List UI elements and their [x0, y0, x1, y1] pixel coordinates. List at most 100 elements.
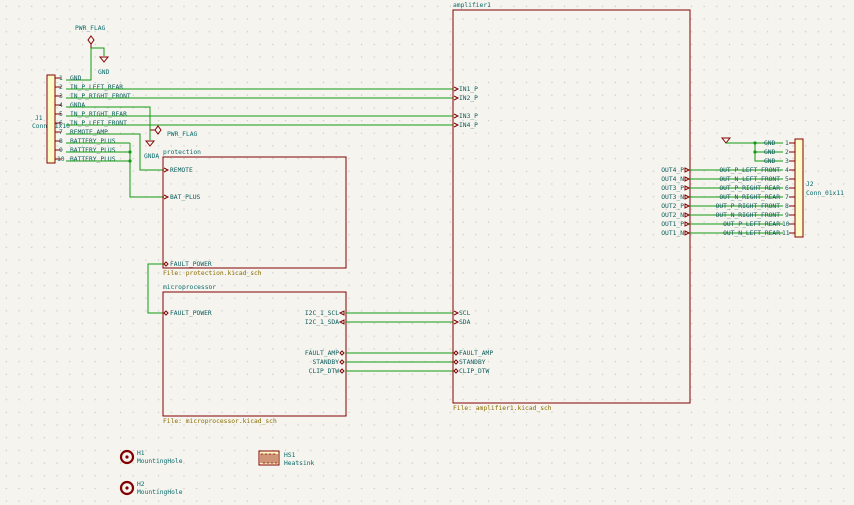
amp-pin-standby: STANDBY	[459, 359, 486, 366]
mounting-hole-h1[interactable]: H1 MountingHole	[119, 449, 183, 465]
j1-pin-3: 3 IN_P_RIGHT_FRONT	[55, 93, 131, 100]
j2-pin-5-num: 5	[785, 176, 789, 183]
sheet-pin-arrow-icon	[338, 310, 345, 316]
j1-pin-5-num: 5	[59, 111, 63, 118]
amplifier-file: File: amplifier1.kicad_sch	[453, 405, 552, 412]
micro-pin-clip: CLIP_DTW	[309, 368, 340, 375]
pwr-flag-top[interactable]: PWR_FLAG	[75, 25, 106, 48]
j1-pin-10-num: 10	[57, 156, 65, 163]
ground-icon	[98, 56, 110, 63]
h2-value: MountingHole	[137, 489, 183, 496]
sheet-pin-arrow-icon	[163, 167, 170, 173]
j2-pin-6-name: OUT_P_RIGHT_REAR	[719, 185, 780, 192]
micro-pin-fault-amp: FAULT_AMP	[305, 350, 339, 357]
hs1-ref: HS1	[284, 452, 296, 459]
j1-pin-4-num: 4	[59, 102, 63, 109]
gnd-top-label: GND	[98, 69, 110, 76]
j1-pin-9: 9 BATTERY_PLUS	[55, 147, 116, 154]
amp-pin-in1: IN1_P	[459, 86, 478, 93]
amp-pin-in4: IN4_P	[459, 122, 478, 129]
sheet-amplifier1[interactable]: amplifier1 IN1_P IN2_P IN3_P IN4_P SCL S…	[452, 2, 691, 412]
j1-pin-3-num: 3	[59, 93, 63, 100]
j2-pin-6-num: 6	[785, 185, 789, 192]
sheet-pin-arrow-icon	[453, 122, 460, 128]
sheet-pin-arrow-icon	[453, 86, 460, 92]
amp-pin-clip: CLIP_DTW	[459, 368, 490, 375]
sheet-pin-arrow-icon	[453, 95, 460, 101]
j1-pin-9-name: BATTERY_PLUS	[70, 147, 116, 154]
j1-pin-8-num: 8	[59, 138, 63, 145]
j1-pin-2: 2 IN_P_LEFT_REAR	[55, 84, 123, 91]
protection-pin-remote: REMOTE	[170, 167, 193, 174]
j2-ref: J2	[806, 181, 814, 188]
j2-pin-8-num: 8	[785, 203, 789, 210]
j2-pin-10-num: 10	[782, 221, 790, 228]
mounting-hole-icon	[119, 449, 135, 465]
h1-value: MountingHole	[137, 458, 183, 465]
j1-pin-1-num: 1	[59, 75, 63, 82]
micro-pin-fault-power: FAULT_POWER	[170, 310, 212, 317]
j2-pin-5-name: OUT_N_LEFT_FRONT	[719, 176, 780, 183]
sheet-pin-arrow-icon	[684, 212, 691, 218]
protection-file: File: protection.kicad_sch	[163, 270, 262, 277]
ground-icon	[720, 137, 732, 144]
amp-pin-out3-p: OUT3_P	[661, 185, 684, 192]
j2-pin-11-name: OUT_N_LEFT_REAR	[723, 230, 780, 237]
connector-j1[interactable]: J1 Conn_01x10 1 GND 2 IN_P_LEFT_REAR 3 I…	[32, 74, 131, 164]
sheet-pin-arrow-icon	[684, 167, 691, 173]
j1-pin-9-num: 9	[59, 147, 63, 154]
j1-pin-8: 8 BATTERY_PLUS	[55, 138, 116, 145]
sheet-pin-arrow-icon	[163, 194, 170, 200]
mounting-hole-icon	[119, 480, 135, 496]
heatsink-hs1[interactable]: HS1 Heatsink	[258, 450, 315, 467]
j2-pin-3-name: GND	[764, 158, 776, 165]
amp-pin-out1-p: OUT1_P	[661, 221, 684, 228]
gnd-symbol-j2[interactable]	[720, 137, 732, 144]
j2-pin-9-num: 9	[785, 212, 789, 219]
j1-pin-6: 6 IN_P_LEFT_FRONT	[55, 120, 127, 127]
pwr-flag-mid-label: PWR_FLAG	[167, 131, 198, 138]
sheet-protection[interactable]: protection REMOTE BAT_PLUS FAULT_POWER F…	[162, 149, 347, 277]
amp-pin-out2-n: OUT2_N	[661, 212, 684, 219]
j1-pin-2-name: IN_P_LEFT_REAR	[70, 84, 123, 91]
j1-pin-5: 5 IN_P_RIGHT_REAR	[55, 111, 127, 118]
gnda-label: GNDA	[144, 153, 159, 160]
pwr-flag-top-label: PWR_FLAG	[75, 25, 106, 32]
mounting-hole-h2[interactable]: H2 MountingHole	[119, 480, 183, 496]
amp-pin-out3-n: OUT3_N	[661, 194, 684, 201]
j1-pin-8-name: BATTERY_PLUS	[70, 138, 116, 145]
sheet-pin-arrow-icon	[338, 319, 345, 325]
j2-pin-4-name: OUT_P_LEFT_FRONT	[719, 167, 780, 174]
j2-pin-10-name: OUT_P_LEFT_REAR	[723, 221, 780, 228]
protection-title: protection	[163, 149, 201, 156]
sheet-pin-arrow-icon	[453, 319, 460, 325]
pwr-flag-mid[interactable]: PWR_FLAG	[150, 125, 198, 138]
micro-pin-sda: I2C_1_SDA	[305, 319, 339, 326]
j2-pin-2-num: 2	[785, 149, 789, 156]
amp-pin-out1-n: OUT1_N	[661, 230, 684, 237]
sheet-microprocessor[interactable]: microprocessor FAULT_POWER I2C_1_SCL I2C…	[162, 284, 347, 425]
j1-pin-6-name: IN_P_LEFT_FRONT	[70, 120, 127, 127]
micro-pin-scl: I2C_1_SCL	[305, 310, 339, 317]
sheet-pin-bidir-icon	[453, 368, 459, 374]
j1-pin-1: 1 GND	[55, 75, 82, 82]
j1-pin-2-num: 2	[59, 84, 63, 91]
j2-pin-2-name: GND	[764, 149, 776, 156]
j2-pin-4-num: 4	[785, 167, 789, 174]
h1-ref: H1	[137, 450, 145, 457]
h2-ref: H2	[137, 481, 145, 488]
sheet-pin-bidir-icon	[163, 310, 169, 316]
protection-pin-fault-power: FAULT_POWER	[170, 261, 212, 268]
connector-j2[interactable]: J2 Conn_01x11 GND 1 GND 2 GND 3 OUT_P_LE…	[716, 138, 845, 238]
gnda-symbol[interactable]: GNDA	[144, 140, 159, 160]
j1-body	[46, 74, 56, 164]
protection-pin-bat-plus: BAT_PLUS	[170, 194, 201, 201]
pwr-flag-diamond-icon	[87, 35, 95, 45]
j1-pin-3-name: IN_P_RIGHT_FRONT	[70, 93, 131, 100]
j2-pin-7-name: OUT_N_RIGHT_REAR	[719, 194, 780, 201]
amp-pin-in3: IN3_P	[459, 113, 478, 120]
gnd-symbol-top[interactable]: GND	[98, 56, 110, 76]
j1-pin-4: 4 GNDA	[55, 102, 85, 109]
